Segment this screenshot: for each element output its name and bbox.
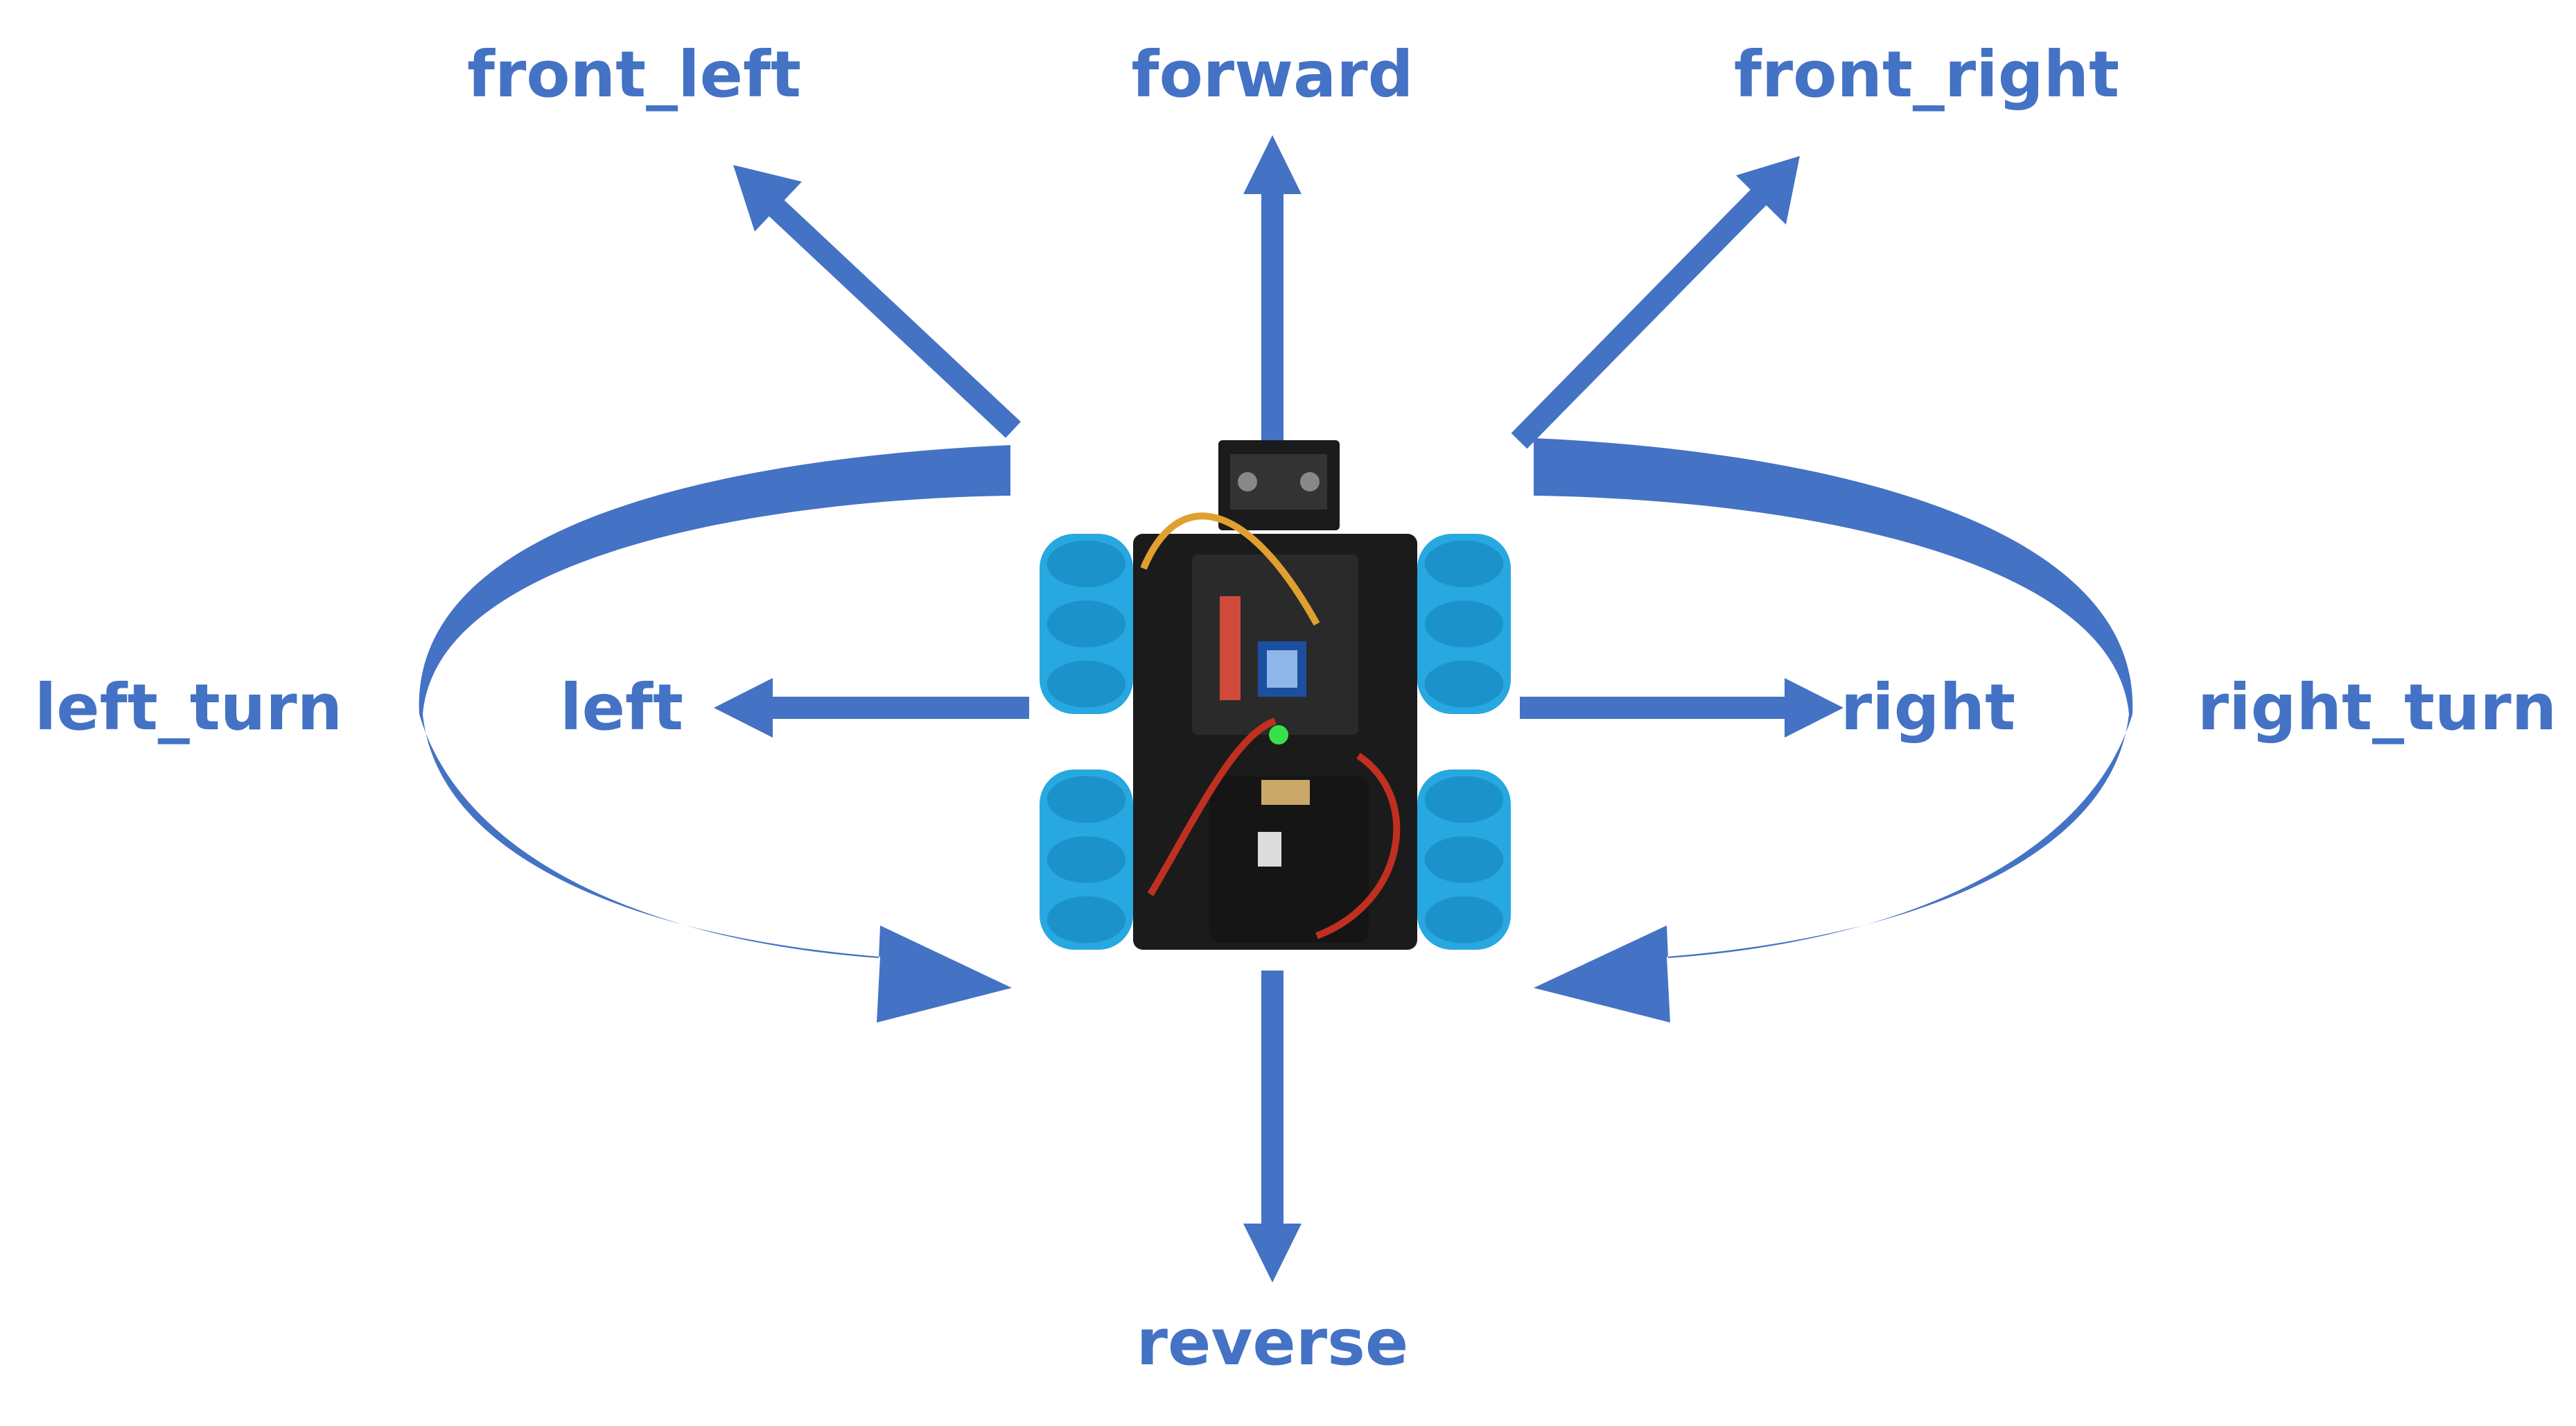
arrow-left-turn <box>419 445 1012 1023</box>
wheel-roller <box>1046 540 1126 588</box>
wheel-roller <box>1046 600 1126 647</box>
label-left: left <box>560 670 683 745</box>
label-right-turn: right_turn <box>2197 670 2557 745</box>
label-reverse: reverse <box>1136 1305 1409 1380</box>
arrow-right <box>1520 678 1843 738</box>
wheel-roller <box>1424 540 1504 588</box>
label-front-right: front_right <box>1733 37 2120 112</box>
label-forward: forward <box>1131 37 1414 112</box>
arrow-forward <box>1243 135 1302 440</box>
wheel-roller <box>1046 660 1126 708</box>
wheel-roller <box>1424 600 1504 647</box>
arrow-reverse <box>1243 971 1302 1282</box>
wheel-roller <box>1424 896 1504 944</box>
label-left-turn: left_turn <box>34 670 343 745</box>
label-right: right <box>1840 670 2016 745</box>
arrow-left <box>714 678 1029 738</box>
arrow-front-left <box>733 165 1021 438</box>
wheel-roller <box>1046 896 1126 944</box>
arrow-right-turn <box>1534 438 2133 1023</box>
mecanum-robot-car-icon <box>1040 440 1511 950</box>
wheel-roller <box>1046 776 1126 824</box>
wheel-roller <box>1046 836 1126 883</box>
arrow-front-right <box>1511 156 1800 449</box>
wheel-roller <box>1424 836 1504 883</box>
wheel-roller <box>1424 776 1504 824</box>
label-front-left: front_left <box>466 37 802 112</box>
wheel-roller <box>1424 660 1504 708</box>
